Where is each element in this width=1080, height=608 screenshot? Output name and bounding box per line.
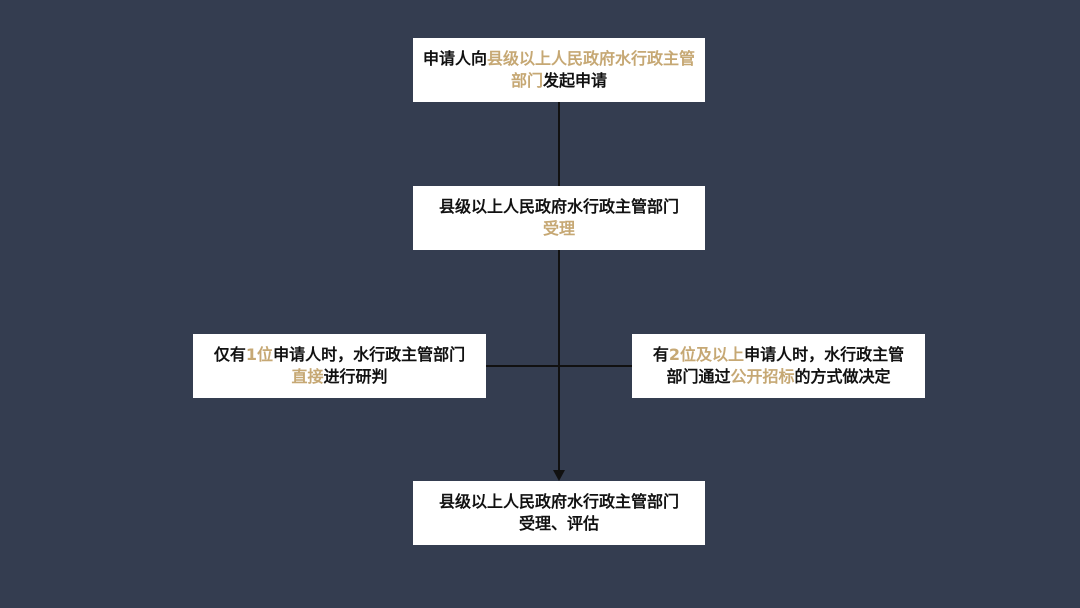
- node-single-text-part1: 仅有: [213, 345, 246, 364]
- node-apply-text-part1: 申请人向: [422, 49, 487, 68]
- node-multi-highlight2: 公开招标: [730, 367, 795, 386]
- node-multi-text: 有2位及以上申请人时，水行政主管部门通过公开招标的方式做决定: [646, 344, 911, 388]
- node-final-text: 县级以上人民政府水行政主管部门受理、评估: [439, 491, 679, 535]
- node-single-highlight2: 直接: [291, 367, 324, 386]
- node-accept-text-part1: 县级以上人民政府水行政主管部门: [438, 197, 679, 216]
- node-accept-text: 县级以上人民政府水行政主管部门受理: [439, 196, 679, 240]
- node-accept-highlight: 受理: [542, 219, 575, 238]
- node-final-line2: 受理、评估: [518, 514, 599, 533]
- node-apply-text-part2: 发起申请: [543, 71, 608, 90]
- node-multi-text-part1: 有: [652, 345, 669, 364]
- node-single-text-part2: 申请人时，水行政主管部门: [273, 345, 466, 364]
- node-apply-highlight: 县级以上人民政府水行政主管部门: [487, 49, 696, 90]
- arrow-head-icon: [553, 470, 565, 481]
- connector-accept-to-final: [558, 250, 560, 470]
- node-accept: 县级以上人民政府水行政主管部门受理: [413, 186, 705, 250]
- node-multi-text-part2: 申请人时，水行政主管部门通过: [666, 345, 905, 386]
- node-multiple-applicants: 有2位及以上申请人时，水行政主管部门通过公开招标的方式做决定: [632, 334, 925, 398]
- node-final-accept-evaluate: 县级以上人民政府水行政主管部门受理、评估: [413, 481, 705, 545]
- connector-apply-to-accept: [558, 102, 560, 186]
- node-apply: 申请人向县级以上人民政府水行政主管部门发起申请: [413, 38, 705, 102]
- node-multi-text-part3: 的方式做决定: [794, 367, 891, 386]
- node-apply-text: 申请人向县级以上人民政府水行政主管部门发起申请: [421, 48, 697, 92]
- node-single-applicant: 仅有1位申请人时，水行政主管部门直接进行研判: [193, 334, 486, 398]
- node-single-text: 仅有1位申请人时，水行政主管部门直接进行研判: [207, 344, 472, 388]
- node-multi-highlight1: 2位及以上: [668, 345, 745, 364]
- connector-horizontal-branches: [486, 365, 632, 367]
- node-final-line1: 县级以上人民政府水行政主管部门: [438, 492, 679, 511]
- node-single-highlight1: 1位: [245, 345, 274, 364]
- node-single-text-part3: 进行研判: [323, 367, 388, 386]
